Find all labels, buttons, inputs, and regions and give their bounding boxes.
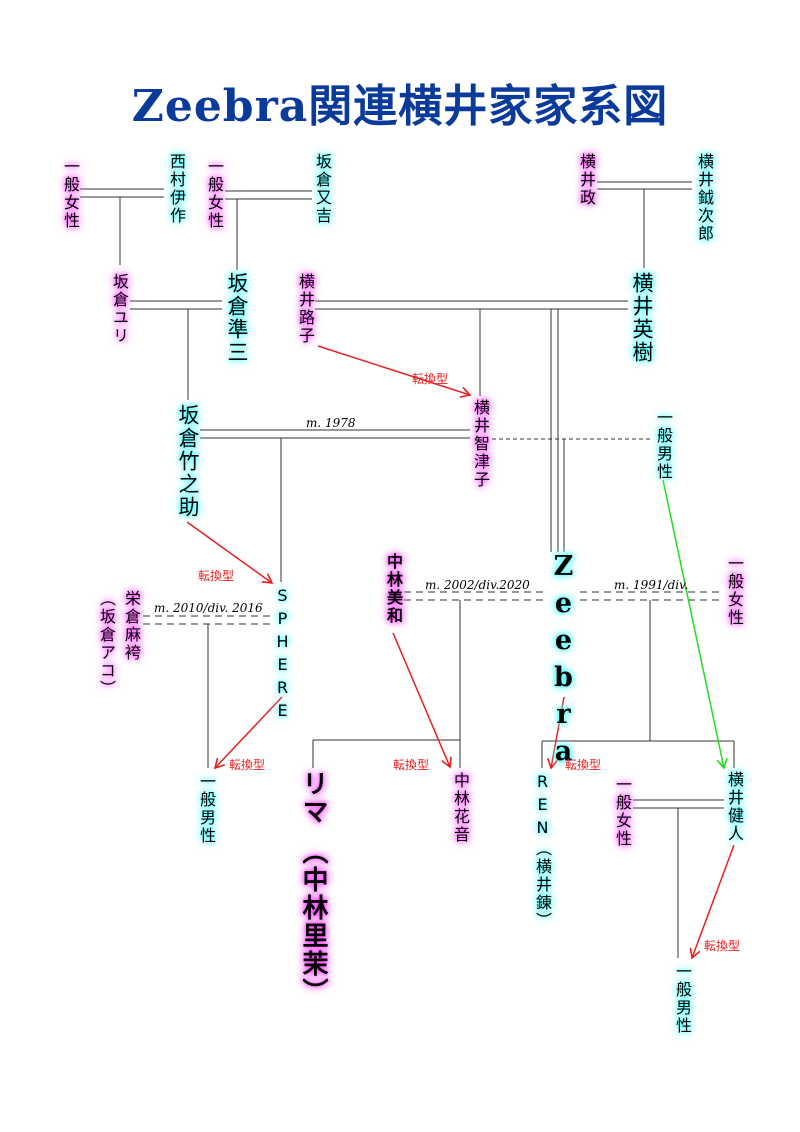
person-ren-alias: （横井錬） [533, 840, 552, 930]
person-nakabayashi-miwa: 中林美和 [384, 553, 403, 625]
transition-arrow [662, 479, 728, 770]
person-ippan-josei-zeebra: 一般女性 [725, 555, 744, 627]
conversion-arrow [546, 696, 565, 770]
person-eikura-maaya: 栄倉麻袴 [122, 590, 141, 662]
person-nishimura-wife: 一般女性 [61, 158, 80, 230]
person-sakakura-takenosuke: 坂倉竹之助 [176, 404, 200, 519]
person-ippan-dansei-1: 一般男性 [654, 409, 673, 481]
marriage-note: m. 1978 [306, 416, 356, 430]
person-ippan-dansei-2: 一般男性 [197, 773, 216, 845]
person-ippan-josei-kento: 一般女性 [613, 776, 632, 848]
person-rima-alias: （中林里茉） [298, 838, 328, 1006]
conversion-label: 転換型 [565, 758, 602, 772]
conversion-label: 転換型 [198, 569, 235, 583]
person-eikura-alias: （坂倉アコ） [97, 590, 116, 698]
conversion-label: 転換型 [393, 758, 430, 772]
person-yokoi-chizuko: 横井智津子 [471, 399, 490, 489]
person-yokoi-kanjiro: 横井鉞次郎 [695, 153, 714, 243]
marriage-note: m. 2002/div.2020 [425, 578, 530, 592]
marriage-note: m. 2010/div. 2016 [154, 601, 263, 615]
person-sakakura-yuri: 坂倉ユリ [110, 273, 129, 345]
page-title: Zeebra関連横井家家系図 [131, 81, 669, 132]
person-rima: リマ [298, 770, 328, 826]
person-sphere: SPHERE [273, 586, 292, 724]
conversion-label: 転換型 [229, 758, 266, 772]
person-sakakura-wife: 一般女性 [205, 158, 224, 230]
marriage-note: m. 1991/div. [614, 578, 689, 592]
person-ippan-dansei-3: 一般男性 [673, 963, 692, 1035]
person-sakakura-junzo: 坂倉準三 [225, 272, 249, 364]
person-zeebra: Zeebra [548, 551, 579, 773]
person-nishimura-isaku: 西村伊作 [167, 153, 186, 225]
person-nakabayashi-kanon: 中林花音 [451, 772, 470, 844]
person-yokoi-michiko: 横井路子 [296, 273, 315, 345]
conversion-label: 転換型 [704, 939, 741, 953]
person-yokoi-hideki: 横井英樹 [630, 272, 654, 364]
conversion-arrow [392, 632, 452, 769]
conversion-arrow [317, 345, 472, 398]
person-yokoi-masa: 横井政 [577, 153, 596, 207]
person-ren: REN [533, 772, 552, 841]
conversion-arrow [213, 696, 283, 770]
conversion-arrow [689, 844, 735, 960]
conversion-label: 転換型 [412, 372, 449, 386]
conversion-arrow [186, 521, 274, 584]
person-sakakura-matakichi: 坂倉又吉 [313, 153, 332, 225]
person-yokoi-kento: 横井健人 [725, 771, 744, 843]
